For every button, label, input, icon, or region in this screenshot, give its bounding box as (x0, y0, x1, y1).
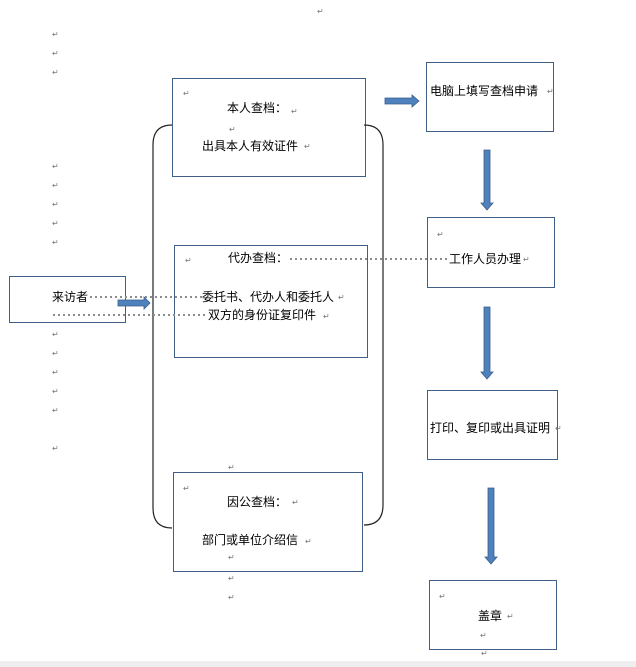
paragraph-mark: ↵ (183, 89, 190, 98)
paragraph-mark: ↵ (305, 537, 312, 546)
step-print-box (427, 390, 558, 460)
paragraph-mark: ↵ (52, 368, 59, 377)
paragraph-mark: ↵ (439, 592, 446, 601)
paragraph-mark: ↵ (437, 230, 444, 239)
self-query-title: 本人查档： (227, 101, 288, 115)
paragraph-mark: ↵ (52, 238, 59, 247)
paragraph-mark: ↵ (183, 484, 190, 493)
visitor-label: 来访者 (52, 290, 89, 304)
official-query-box (173, 472, 363, 572)
paragraph-mark: ↵ (228, 553, 235, 562)
arrow-visitor-right (117, 296, 151, 310)
step-apply-label: 电脑上填写查档申请 (430, 84, 539, 98)
paragraph-mark: ↵ (292, 498, 299, 507)
paragraph-mark: ↵ (52, 162, 59, 171)
paragraph-mark: ↵ (507, 612, 514, 621)
self-query-desc: 出具本人有效证件 (202, 139, 299, 153)
paragraph-mark: ↵ (52, 200, 59, 209)
paragraph-mark: ↵ (52, 219, 59, 228)
paragraph-mark: ↵ (338, 293, 345, 302)
proxy-query-line2: 双方的身份证复印件 (208, 308, 317, 322)
paragraph-mark: ↵ (52, 181, 59, 190)
page-bottom-edge (0, 661, 636, 667)
step-stamp-label: 盖章 (478, 609, 503, 623)
paragraph-mark: ↵ (52, 330, 59, 339)
paragraph-mark: ↵ (481, 649, 488, 658)
left-brace (152, 124, 173, 529)
paragraph-mark: ↵ (228, 574, 235, 583)
paragraph-mark: ↵ (228, 593, 235, 602)
proxy-query-line1: 委托书、代办人和委托人 (202, 290, 335, 304)
paragraph-mark: ↵ (52, 49, 59, 58)
official-query-desc: 部门或单位介绍信 (202, 533, 299, 547)
step-print-label: 打印、复印或出具证明 (430, 421, 551, 435)
proxy-query-box (174, 245, 368, 358)
paragraph-mark: ↵ (480, 631, 487, 640)
paragraph-mark: ↵ (304, 142, 311, 151)
paragraph-mark: ↵ (52, 387, 59, 396)
step-apply-box (426, 62, 554, 132)
paragraph-mark: ↵ (52, 68, 59, 77)
paragraph-mark: ↵ (523, 255, 530, 264)
official-query-title: 因公查档： (227, 495, 288, 509)
step-process-box (427, 217, 555, 288)
arrow-process-to-print (480, 306, 494, 380)
right-brace (363, 124, 384, 526)
paragraph-mark: ↵ (229, 125, 236, 134)
step-stamp-box (429, 580, 557, 650)
visitor-box (9, 276, 126, 323)
arrow-apply-to-process (480, 149, 494, 211)
paragraph-mark: ↵ (317, 7, 324, 16)
paragraph-mark: ↵ (291, 107, 298, 116)
paragraph-mark: ↵ (52, 444, 59, 453)
paragraph-mark: ↵ (555, 424, 562, 433)
paragraph-mark: ↵ (52, 406, 59, 415)
step-process-label: 工作人员办理 (449, 252, 522, 266)
paragraph-mark: ↵ (547, 87, 554, 96)
arrow-print-to-stamp (484, 487, 498, 565)
paragraph-mark: ↵ (323, 312, 330, 321)
proxy-query-title: 代办查档： (228, 251, 289, 265)
arrow-self-to-apply (384, 94, 420, 108)
self-query-box (172, 78, 366, 177)
paragraph-mark: ↵ (228, 463, 235, 472)
paragraph-mark: ↵ (52, 30, 59, 39)
paragraph-mark: ↵ (185, 256, 192, 265)
paragraph-mark: ↵ (52, 349, 59, 358)
